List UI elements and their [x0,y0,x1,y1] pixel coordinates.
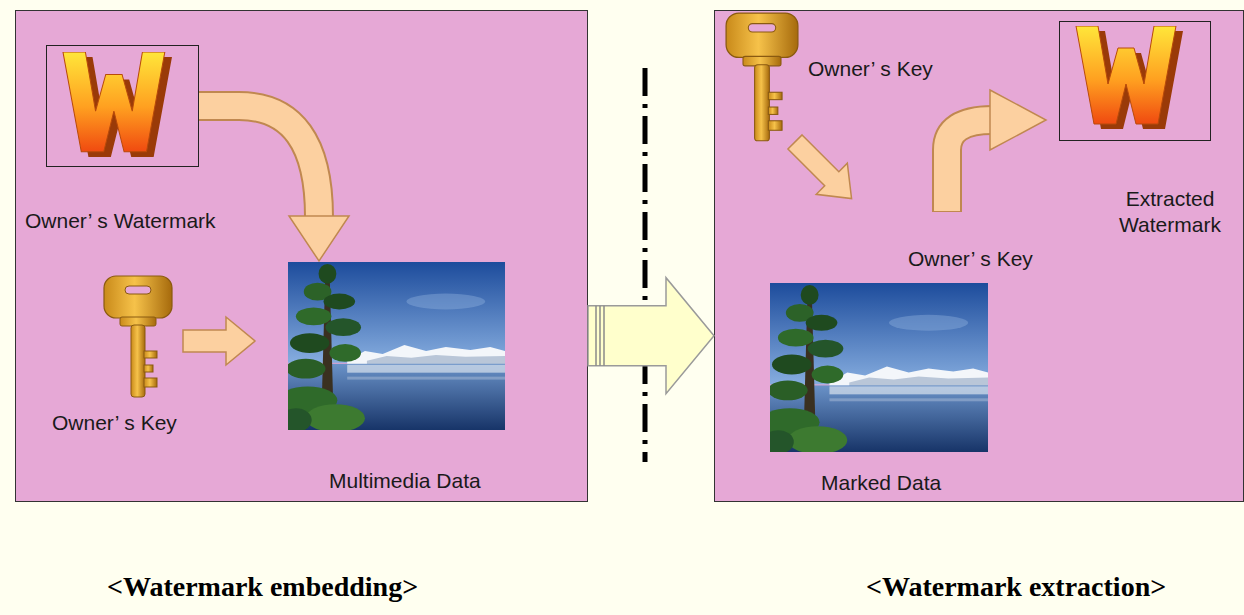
image-label: Multimedia Data [329,468,481,494]
watermark-box: Extracted Watermark [1059,21,1211,141]
box-label: Owner’ s Watermark [25,208,216,234]
text-slot: Owner’ s Key [908,246,1033,272]
text-slot: <Watermark embedding> [107,569,418,604]
flow-arrow [588,278,714,394]
text-slot: Owner’ s Watermark [25,208,216,234]
key-label: Owner’ s Key [52,410,177,436]
text-slot: Multimedia Data [329,468,481,494]
flow-arrow [199,106,349,261]
panel-caption: <Watermark embedding> [107,569,418,604]
landscape-image [760,283,988,454]
text-slot: <Watermark extraction> [866,569,1166,604]
watermark-box: Owner’ s Watermark [46,45,199,167]
curved-arrow [947,90,1046,212]
watermark-icon [63,52,172,157]
key-icon [104,276,172,397]
small-arrow [183,317,255,365]
key-label: Owner’ s Key [908,246,1033,272]
text-slot: Owner’ s Key [52,410,177,436]
image-label: Marked Data [821,470,941,496]
text-slot: Marked Data [821,470,941,496]
image-box: Multimedia Data [289,263,506,431]
image-box: Marked Data [771,284,989,453]
box-label: Extracted Watermark [1108,186,1232,239]
text-slot: Owner’ s Key [808,56,933,82]
text-slot: Extracted Watermark [1108,186,1232,239]
key-label: Owner’ s Key [808,56,933,82]
landscape-image [278,262,505,432]
panel-caption: <Watermark extraction> [866,569,1166,604]
divider-line [643,68,648,462]
key-icon [726,13,798,141]
watermark-icon [1076,26,1183,129]
small-arrow [779,126,867,214]
